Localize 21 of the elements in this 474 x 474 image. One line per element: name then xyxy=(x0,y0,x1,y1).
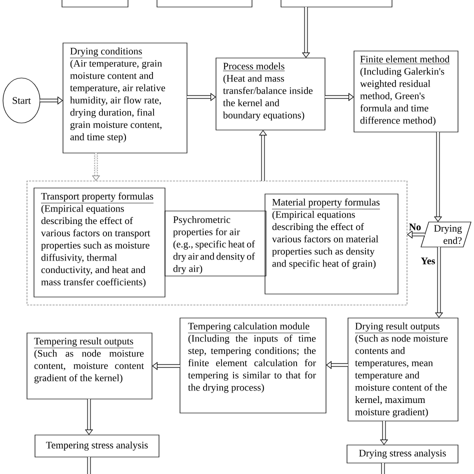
process-box: Process models (Heat and mass transfer/balance inside the kernel and boundary equations) xyxy=(216,58,326,130)
process-box: Drying conditions (Air temperature, grain moisture content and temperature, air relative humidity, air flow rate, drying duration, final grain moisture content, and time step) xyxy=(62,42,188,154)
edge-label: No xyxy=(408,223,422,231)
start-oval: Start xyxy=(2,78,40,124)
decision-parallelogram: Drying end? xyxy=(420,222,472,248)
process-box: Psychrometric properties for air (e.g., specific heat of dry air and density of dry air) xyxy=(164,210,266,276)
process-box: Tempering stress analysis xyxy=(34,434,160,458)
edge-label: Yes xyxy=(420,257,436,265)
connector-line xyxy=(87,457,91,474)
process-box: Tempering result outputs (Such as node moisture content, moisture content gradient of the kernel) xyxy=(26,332,152,400)
process-box: Drying stress analysis xyxy=(346,444,458,464)
process-box: Tempering calculation module (Including the inputs of time step, tempering conditions; the finite element calculation for tempering is similar to that for the drying process) xyxy=(180,318,326,414)
process-box: Material property formulas (Empirical equations describing the effect of various factors on material properties such as density and specific heat of grain) xyxy=(264,194,398,294)
process-box: Drying result outputs (Such as node moisture contents and temperatures, mean temperature and moisture content of the kernel, maximum moisture gradient) xyxy=(348,318,458,422)
process-box: Finite element method (Including Galerkin's weighted residual method, Green's formula and time difference method) xyxy=(354,50,458,132)
cut-off-box xyxy=(156,0,252,8)
process-box: Transport property formulas (Empirical equations describing the effect of various factors on transport properties such as moisture diffusivity, thermal conductivity, and heat and mass transfer coefficients) xyxy=(34,188,166,298)
cut-off-box xyxy=(280,0,392,8)
cut-off-box xyxy=(62,0,128,8)
connector-line xyxy=(381,463,385,474)
dashed-group-box xyxy=(26,180,408,306)
